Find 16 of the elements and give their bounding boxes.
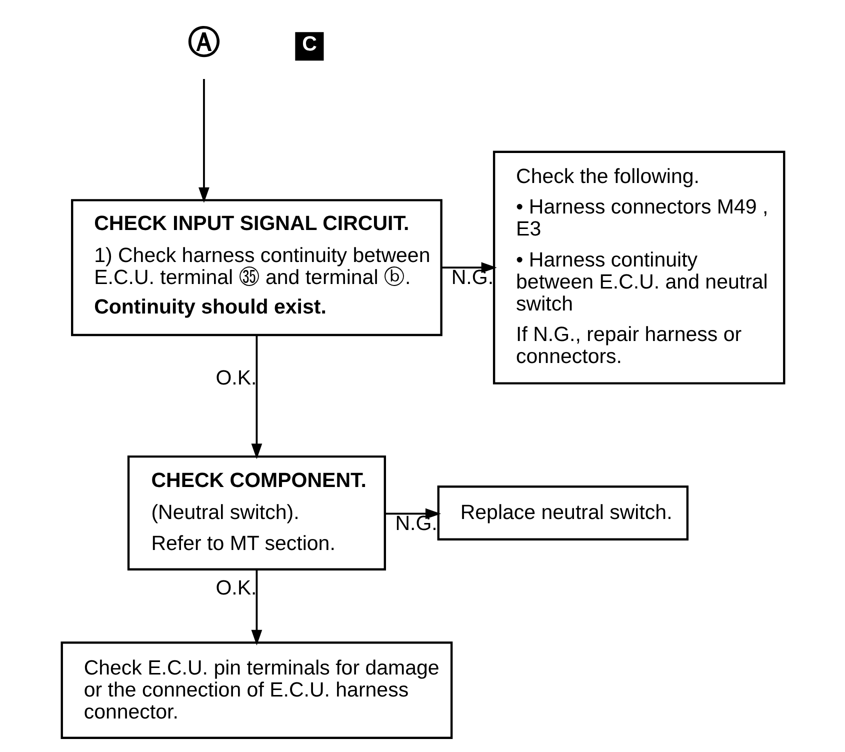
- node-box: Check E.C.U. pin terminals for damage or the connection of E.C.U. harness connector.: [60, 642, 452, 739]
- edge-label: N.G.: [394, 512, 437, 536]
- arrow: [198, 79, 209, 203]
- node-box: Replace neutral switch.: [436, 486, 688, 540]
- edge-label: O.K.: [215, 366, 256, 390]
- node-text: Ⓐ: [187, 24, 220, 60]
- arrow: [250, 335, 262, 460]
- node-box: CHECK COMPONENT. (Neutral switch). Refer to MT section.: [126, 455, 386, 570]
- node-box: Check the following. • Harness connectors M49 , E3 • Harness continuity between E.C.U. and neutral switch If N.G., repair harness or connectors.: [492, 150, 785, 384]
- edge-label: N.G.: [450, 266, 494, 289]
- arrow: [250, 570, 262, 646]
- label: C: [302, 32, 316, 56]
- node-box: CHECK INPUT SIGNAL CIRCUIT. 1) Check harness continuity between E.C.U. terminal ㉟ and terminal ⓑ. Continuity should exist.: [70, 199, 442, 336]
- arrow: [441, 262, 496, 274]
- edge-label: O.K.: [215, 576, 256, 600]
- arrow: [384, 508, 441, 520]
